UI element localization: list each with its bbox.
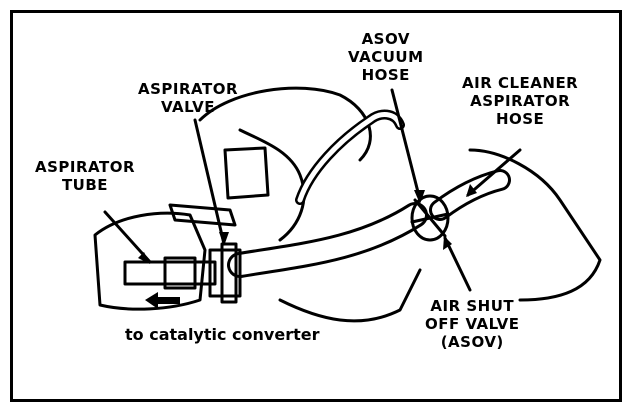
label-air-shut-off-valve: AIR SHUT OFF VALVE (ASOV) bbox=[425, 297, 520, 351]
arrowhead-asov-vacuum-hose bbox=[414, 190, 425, 204]
vacuum-hose bbox=[295, 109, 405, 205]
leader-air-cleaner-hose bbox=[466, 148, 522, 197]
leader-aspirator-valve bbox=[193, 118, 226, 246]
arrowhead-aspirator-valve bbox=[219, 232, 229, 246]
engine-outline-top bbox=[198, 86, 372, 162]
label-aspirator-valve: ASPIRATOR VALVE bbox=[138, 80, 239, 116]
arrowhead-aspirator-tube bbox=[138, 252, 150, 264]
aspirator-tube-body bbox=[123, 260, 217, 286]
flow-arrow-icon bbox=[145, 292, 180, 309]
label-air-cleaner-aspirator-hose: AIR CLEANER ASPIRATOR HOSE bbox=[462, 74, 579, 128]
engine-outline-left bbox=[93, 211, 207, 311]
engine-outline-mid bbox=[238, 128, 306, 242]
label-asov-vacuum-hose: ASOV VACUUM HOSE bbox=[348, 30, 424, 84]
arrowhead-asov bbox=[443, 236, 452, 250]
aspirator-valve-body bbox=[208, 248, 242, 298]
leader-asov bbox=[443, 236, 472, 292]
engine-outline-right bbox=[468, 148, 602, 302]
ribbed-plate bbox=[168, 203, 237, 227]
label-aspirator-tube: ASPIRATOR TUBE bbox=[35, 158, 136, 194]
bracket-outline bbox=[223, 146, 270, 200]
leader-asov-vacuum-hose bbox=[390, 88, 422, 202]
diagram-frame bbox=[10, 10, 622, 402]
arrowhead-air-cleaner-hose bbox=[466, 184, 477, 197]
asov-body bbox=[410, 194, 450, 242]
engine-outline-lower bbox=[278, 268, 422, 323]
caption-to-catalytic-converter: to catalytic converter bbox=[125, 325, 320, 344]
